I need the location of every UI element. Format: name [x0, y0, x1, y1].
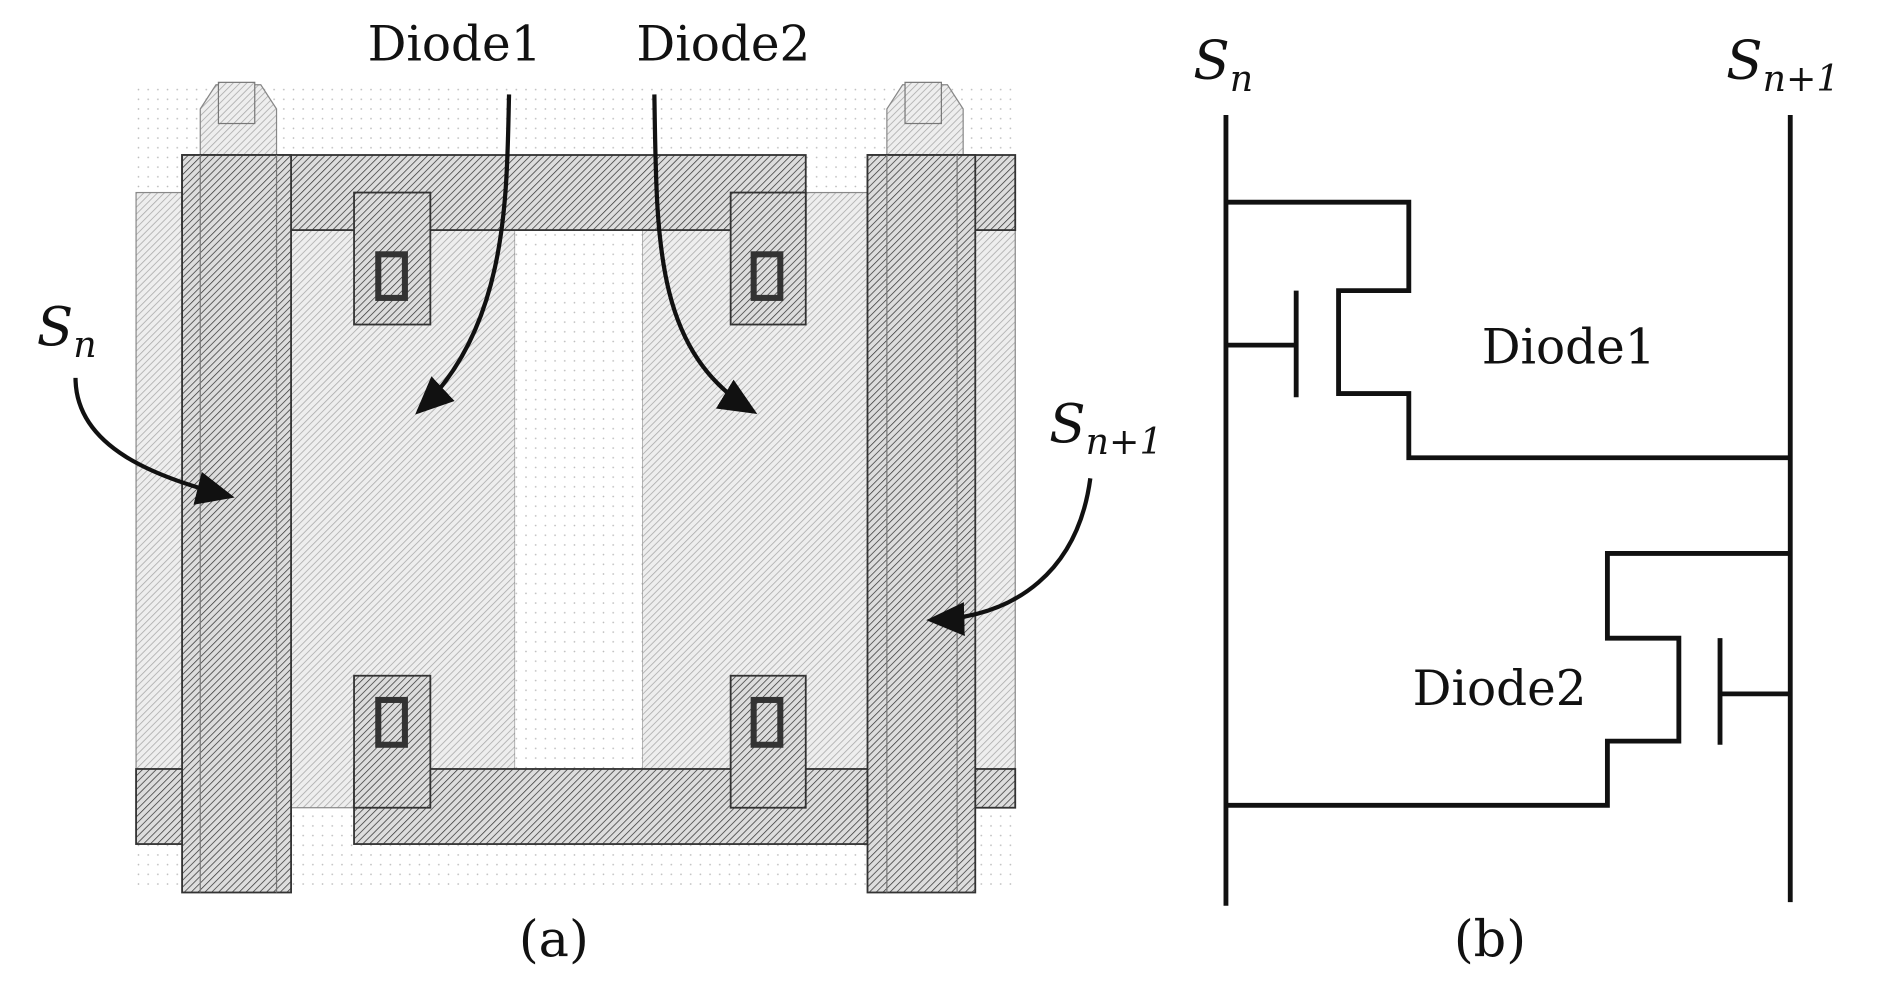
pointer-arrows	[73, 94, 1093, 637]
layout-panel-a: Diode1 Diode2 Sn Sn+1 (a)	[37, 17, 1163, 969]
contact-via	[750, 251, 784, 301]
label-diode1-a: Diode1	[368, 17, 542, 73]
label-sn1-b: Sn+1	[1726, 30, 1839, 100]
contact-pad	[353, 191, 432, 326]
caption-b: (b)	[1454, 910, 1526, 969]
sn-arrow	[73, 377, 235, 505]
contact-pad	[729, 191, 807, 326]
schematic-panel-b	[1223, 115, 1793, 906]
right-tab-contact	[904, 81, 942, 125]
left-tab-contact	[217, 81, 256, 125]
contact-via	[375, 251, 408, 301]
diode2-arrow	[652, 94, 758, 414]
caption-a: (a)	[519, 910, 589, 969]
sn1-arrow	[926, 478, 1093, 637]
contact-via	[375, 696, 408, 748]
label-diode1-b: Diode1	[1482, 319, 1656, 375]
channel-gap	[515, 230, 643, 769]
label-diode2-a: Diode2	[636, 17, 810, 73]
diode1-arrow	[415, 94, 512, 415]
contact-pads	[353, 191, 807, 809]
rail-sn	[181, 154, 292, 894]
contact-via	[750, 696, 784, 748]
label-sn1-a: Sn+1	[1049, 393, 1162, 463]
label-sn-a: Sn	[37, 296, 97, 366]
diode1-wire	[1225, 199, 1791, 461]
label-sn-b: Sn	[1193, 30, 1253, 100]
rail-sn1	[866, 154, 977, 894]
label-diode2-b: Diode2	[1413, 661, 1587, 717]
diode2-wire	[1225, 550, 1791, 808]
